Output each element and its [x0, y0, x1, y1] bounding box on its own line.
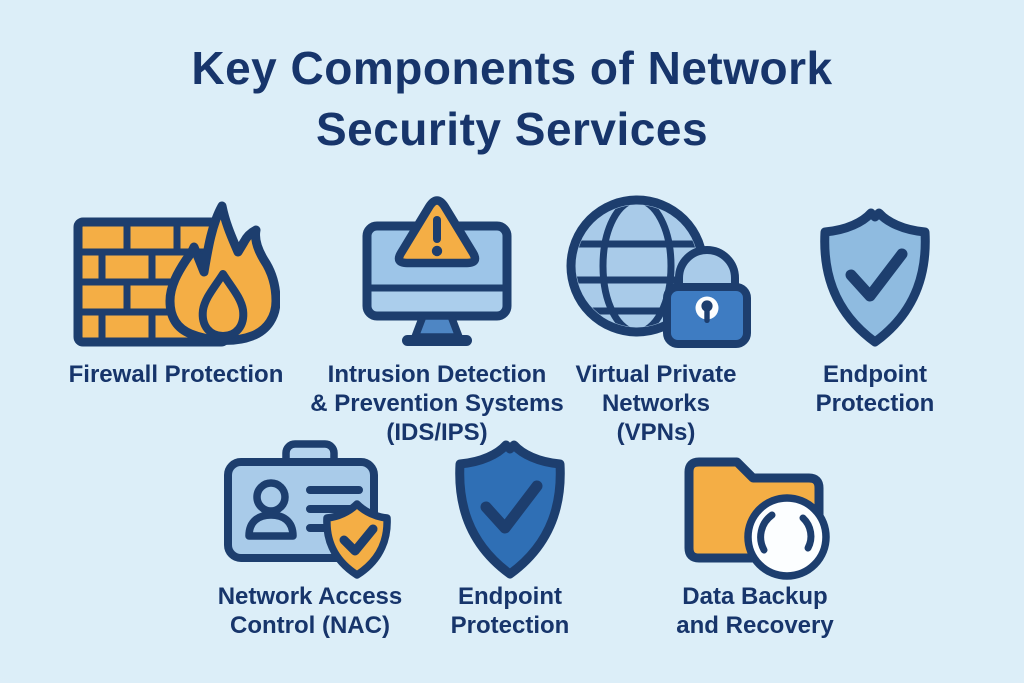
component-label: Endpoint Protection — [816, 360, 935, 418]
component-data-backup-recovery: Data Backup and Recovery — [632, 442, 878, 640]
component-endpoint-protection-bottom: Endpoint Protection — [414, 440, 606, 640]
label-line: Intrusion Detection — [327, 361, 547, 388]
label-line: Protection — [450, 612, 570, 639]
component-intrusion-detection: Intrusion Detection & Prevention Systems… — [298, 192, 576, 447]
component-label: Network Access Control (NAC) — [218, 582, 403, 640]
page-title: Key Components of Network Security Servi… — [0, 38, 1024, 160]
firewall-icon — [73, 201, 280, 347]
label-line: Protection — [815, 390, 935, 417]
label-line: and Recovery — [676, 612, 834, 639]
component-firewall-protection: Firewall Protection — [38, 192, 314, 389]
title-line-2: Security Services — [315, 103, 709, 155]
label-line: Firewall Protection — [68, 361, 284, 388]
title-line-1: Key Components of Network — [191, 42, 833, 94]
folder-restore-icon — [684, 457, 830, 580]
icon-box — [357, 192, 517, 348]
label-line: Endpoint — [458, 583, 562, 610]
label-line: Control (NAC) — [230, 612, 390, 639]
component-label: Endpoint Protection — [451, 582, 570, 640]
icon-box — [675, 442, 835, 580]
label-line: Data Backup — [682, 583, 828, 610]
component-vpn: Virtual Private Networks (VPNs) — [546, 192, 766, 447]
icon-box — [561, 192, 751, 348]
label-line: Networks — [601, 390, 711, 417]
monitor-warning-icon — [362, 196, 512, 346]
component-endpoint-protection-top: Endpoint Protection — [766, 192, 984, 418]
icon-box — [448, 440, 572, 580]
globe-padlock-icon — [566, 195, 751, 348]
id-card-shield-icon — [224, 440, 391, 579]
shield-check-icon — [820, 208, 930, 347]
icon-box — [72, 192, 280, 348]
component-label: Firewall Protection — [69, 360, 284, 389]
icon-box — [813, 192, 937, 348]
label-line: (IDS/IPS) — [386, 419, 488, 446]
label-line: Virtual Private — [575, 361, 737, 388]
component-label: Intrusion Detection & Prevention Systems… — [310, 360, 563, 447]
shield-check-icon — [455, 440, 565, 579]
icon-box — [222, 440, 398, 580]
label-line: (VPNs) — [616, 419, 696, 446]
label-line: Endpoint — [823, 361, 927, 388]
component-label: Virtual Private Networks (VPNs) — [576, 360, 737, 447]
component-label: Data Backup and Recovery — [676, 582, 833, 640]
component-network-access-control: Network Access Control (NAC) — [178, 440, 442, 640]
label-line: & Prevention Systems — [310, 390, 564, 417]
label-line: Network Access — [217, 583, 403, 610]
